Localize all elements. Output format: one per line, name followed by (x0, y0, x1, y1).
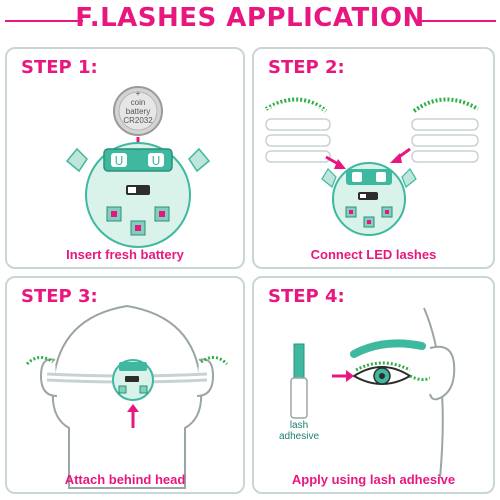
step-4-caption: Apply using lash adhesive (291, 472, 456, 487)
step-2-panel: STEP 2: Connect LED lashes (252, 47, 495, 269)
adhesive-tube-icon (290, 377, 308, 419)
step-2-caption: Connect LED lashes (310, 247, 437, 262)
coin-battery-label: + coin battery CR2032 (113, 89, 163, 125)
right-led-lash-icon (412, 97, 480, 113)
svg-text:U: U (115, 154, 124, 168)
battery-insert-illustration: U U (65, 86, 211, 248)
step-1-label: STEP 1: (21, 57, 98, 78)
attach-behind-head-illustration (25, 304, 229, 489)
adhesive-tube-cap-icon (293, 343, 305, 381)
step-4-label: STEP 4: (268, 286, 345, 307)
page-title: F.LASHES APPLICATION (75, 3, 425, 33)
lash-adhesive-label: lash adhesive (274, 420, 324, 442)
left-ear-icon (39, 358, 58, 397)
ear-icon (429, 345, 456, 401)
left-led-lash-icon (264, 97, 328, 113)
coin-battery-line1: coin (130, 98, 146, 107)
apply-adhesive-illustration (290, 307, 456, 479)
coin-battery-plus: + (135, 89, 141, 98)
lash-adhesive-line2: adhesive (278, 431, 320, 442)
title-row: F.LASHES APPLICATION (0, 0, 500, 42)
step-1-panel: STEP 1: U U + coin battery CR2032 Insert… (5, 47, 245, 269)
step-2-label: STEP 2: (268, 57, 345, 78)
right-ear-icon (196, 358, 215, 397)
eyebrow-icon (350, 339, 426, 358)
title-line-right (418, 20, 496, 22)
coin-battery-line2: battery (125, 107, 151, 116)
step-3-panel: STEP 3: Attach behind head (5, 276, 245, 494)
svg-text:U: U (152, 154, 161, 168)
step-3-caption: Attach behind head (64, 472, 186, 487)
coin-battery-line3: CR2032 (123, 116, 153, 125)
step-1-caption: Insert fresh battery (66, 247, 184, 262)
title-line-left (5, 20, 83, 22)
step-3-label: STEP 3: (21, 286, 98, 307)
lash-adhesive-line1: lash (289, 420, 309, 431)
step-4-panel: STEP 4: lash adhesive Apply using lash a… (252, 276, 495, 494)
connect-lashes-illustration (264, 97, 480, 236)
